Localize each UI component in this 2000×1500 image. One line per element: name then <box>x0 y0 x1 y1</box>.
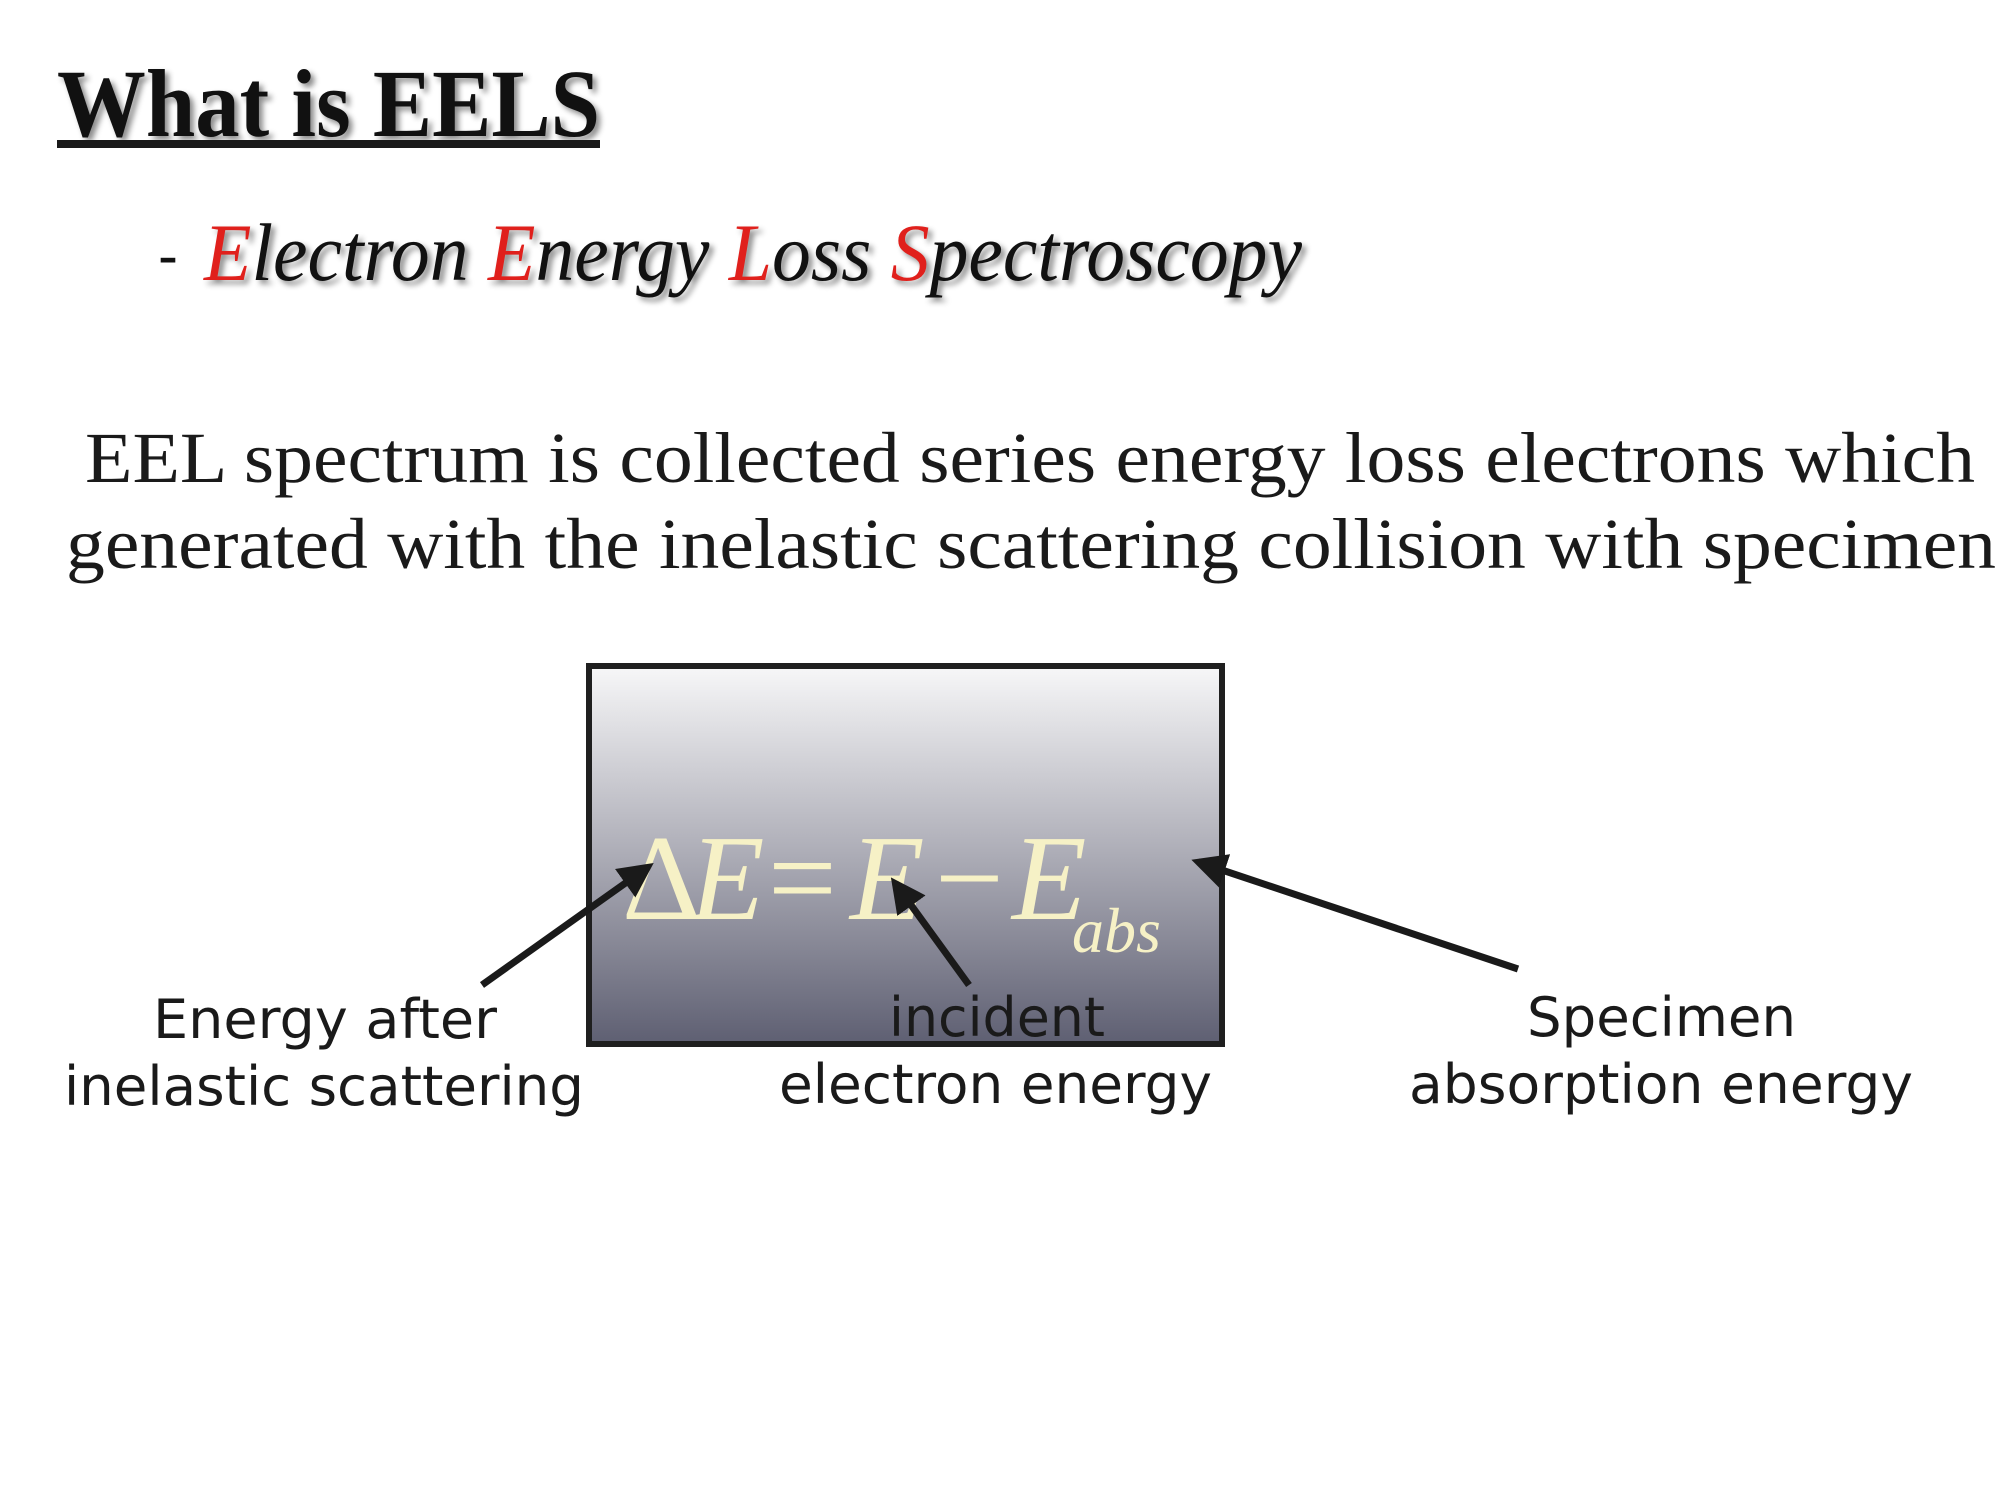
formula: Δ E = E − E abs <box>622 811 1161 966</box>
arrow-icon <box>1191 854 1520 973</box>
subtitle-word: pectroscopy <box>925 207 1303 298</box>
formula-term2: E <box>1010 811 1087 946</box>
subtitle-word: oss <box>772 207 891 298</box>
paragraph-line-2: generated with the inelastic scattering … <box>66 504 1996 584</box>
formula-term1: E <box>848 811 925 946</box>
title-underline <box>57 140 600 148</box>
acronym-letter: L <box>728 207 772 298</box>
arrow-icon <box>890 877 972 988</box>
label-incident-line1: incident <box>889 986 1105 1049</box>
acronym-letter: E <box>203 207 251 298</box>
paragraph-line-1: EEL spectrum is collected series energy … <box>85 418 1975 498</box>
label-specimen-line1: Specimen <box>1527 986 1796 1049</box>
formula-equals: = <box>768 811 837 946</box>
title-text: What is EELS <box>57 50 600 157</box>
formula-box <box>586 663 1225 1047</box>
arrow-icon <box>479 862 654 988</box>
slide-title: What is EELS <box>57 50 600 157</box>
label-specimen-line2: absorption energy <box>1409 1053 1913 1116</box>
formula-subscript: abs <box>1072 895 1161 966</box>
label-incident-line2: electron energy <box>779 1053 1212 1116</box>
acronym-letter: E <box>487 207 535 298</box>
subtitle-word: lectron <box>251 207 488 298</box>
label-energy-after-line1: Energy after <box>153 988 498 1051</box>
subtitle-dash: - <box>158 222 178 289</box>
subtitle-word: nergy <box>535 207 728 298</box>
formula-minus: − <box>935 811 1004 946</box>
subtitle-text: Electron Energy Loss Spectroscopy <box>203 207 1303 298</box>
label-energy-after-line2: inelastic scattering <box>64 1055 584 1118</box>
acronym-letter: S <box>891 207 930 298</box>
formula-lhs: E <box>688 811 765 946</box>
subtitle: Electron Energy Loss Spectroscopy <box>203 207 1303 298</box>
